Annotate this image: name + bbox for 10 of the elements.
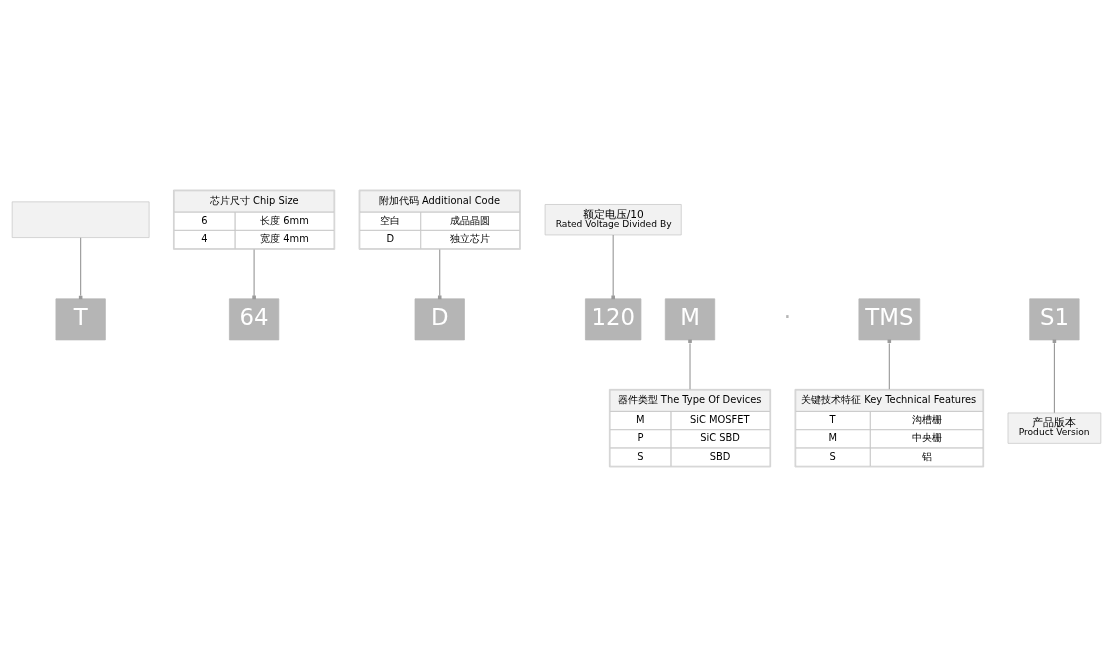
node-box: S1 (1029, 297, 1080, 340)
node-box: 产品版本 Product Version (1007, 412, 1102, 444)
connector (887, 339, 892, 390)
node-box: M (664, 297, 716, 340)
connector (1052, 339, 1057, 413)
label: · (783, 303, 792, 330)
connector (688, 339, 692, 390)
node-box (11, 200, 150, 238)
node-box: 额定电压/10 Rated Voltage Divided By (544, 203, 682, 235)
node-box: TMS (858, 297, 921, 340)
